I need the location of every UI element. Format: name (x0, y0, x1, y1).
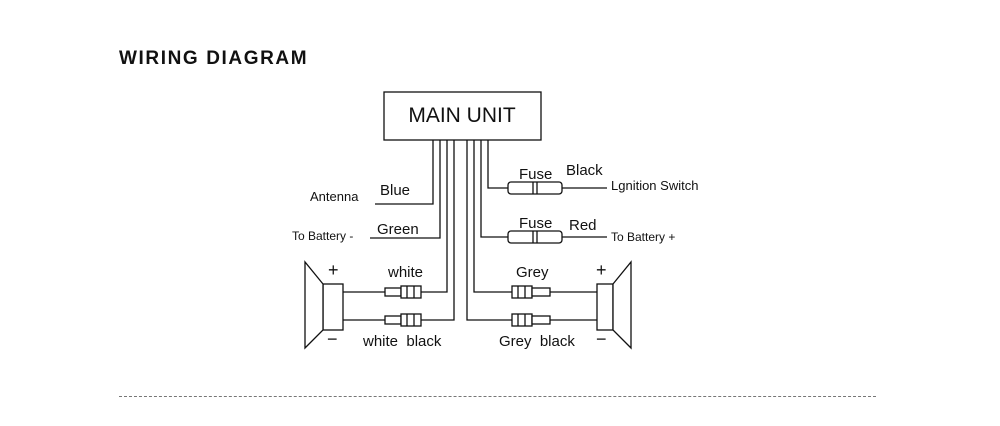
label-antenna: Antenna (310, 189, 359, 204)
label-grey: Grey (516, 264, 549, 281)
right-speaker-minus: − (596, 329, 607, 349)
label-red: Red (569, 217, 597, 234)
main-unit-label: MAIN UNIT (408, 104, 516, 127)
wire-white (343, 140, 448, 293)
main-unit-box (383, 91, 542, 141)
label-green: Green (377, 221, 419, 238)
wire-grey-black (466, 140, 597, 321)
label-white-black: white black (362, 333, 442, 350)
label-to-battery-neg: To Battery - (292, 229, 353, 243)
connector-white-black (384, 313, 422, 327)
label-fuse-2: Fuse (519, 215, 552, 232)
label-fuse-1: Fuse (519, 166, 552, 183)
right-speaker-plus: + (596, 260, 607, 280)
label-ignition: Lgnition Switch (611, 178, 698, 193)
left-speaker-minus: − (327, 329, 338, 349)
wire-white-black (343, 140, 455, 321)
label-grey-black: Grey black (499, 333, 575, 350)
fuse-black-icon (507, 181, 563, 195)
label-blue: Blue (380, 182, 410, 199)
label-white: white (387, 264, 423, 281)
label-black: Black (566, 162, 603, 179)
wire-antenna-blue (375, 140, 434, 205)
connector-grey-black (511, 313, 551, 327)
label-to-battery-pos: To Battery + (611, 230, 675, 244)
connector-white (384, 285, 422, 299)
left-speaker-plus: + (328, 260, 339, 280)
page-title: WIRING DIAGRAM (119, 48, 309, 69)
connector-grey (511, 285, 551, 299)
bottom-divider (119, 396, 876, 397)
wire-grey (473, 140, 597, 293)
fuse-red-icon (507, 230, 563, 244)
left-speaker-icon (304, 260, 344, 350)
wire-battery-neg-green (370, 140, 441, 239)
wire-black (487, 140, 607, 189)
wire-red (480, 140, 607, 238)
right-speaker-icon (596, 260, 632, 350)
